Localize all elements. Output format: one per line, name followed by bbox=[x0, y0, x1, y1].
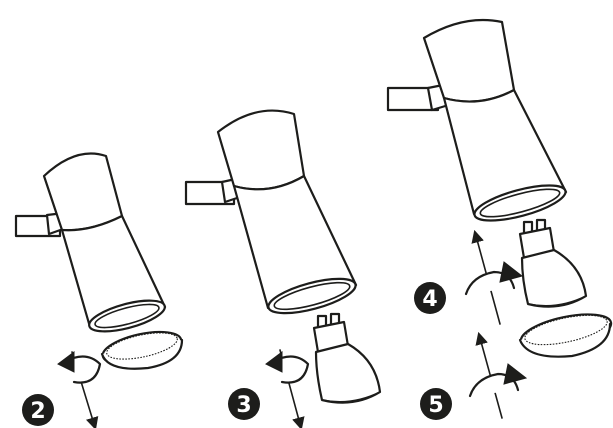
spotlight-lamp-3 bbox=[388, 20, 569, 228]
rotation-arrow-step-3 bbox=[266, 350, 308, 424]
step-number-5: 5 bbox=[428, 393, 443, 418]
lamp-3-gu10-bulb bbox=[520, 220, 586, 307]
step-badge-5: 5 bbox=[420, 388, 452, 420]
rotation-arrow-step-4 bbox=[466, 236, 522, 324]
step-number-4: 4 bbox=[422, 287, 437, 312]
step-badge-4: 4 bbox=[414, 282, 446, 314]
step-number-3: 3 bbox=[236, 393, 251, 418]
step-badge-2: 2 bbox=[22, 394, 54, 426]
step-number-2: 2 bbox=[30, 399, 45, 424]
spotlight-lamp-1 bbox=[16, 154, 168, 338]
bulb-3-body bbox=[522, 250, 586, 307]
lamp-2-gu10-bulb bbox=[314, 314, 380, 403]
lamp-3-front-glass bbox=[518, 308, 613, 357]
rotation-arrow-step-2 bbox=[58, 352, 100, 424]
rotation-arrow-step-5 bbox=[470, 338, 526, 418]
lamp-2-upper-body bbox=[218, 111, 304, 190]
lamp-1-front-glass bbox=[100, 326, 184, 370]
step-badge-3: 3 bbox=[228, 388, 260, 420]
bulb-2-body bbox=[316, 344, 380, 403]
spotlight-lamp-2 bbox=[186, 111, 359, 321]
